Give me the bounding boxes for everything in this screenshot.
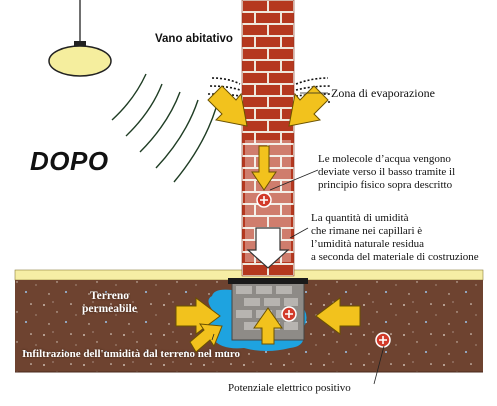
humidity-line-4: a seconda del materiale di costruzione: [311, 251, 479, 263]
soil-label-line-1: Terreno: [90, 290, 129, 302]
plus-sign-icon: [281, 306, 297, 322]
molecules-line-1: Le molecole d’acqua vengono: [318, 153, 451, 165]
humidity-line-3: l’umidità naturale residua: [311, 238, 425, 250]
arrow-icon: [246, 227, 290, 269]
potential-label: Potenziale elettrico positivo: [228, 382, 351, 394]
molecules-line-2: deviate verso il basso tramite il: [318, 166, 456, 178]
lamp-icon: [48, 0, 112, 77]
plus-sign-icon: [256, 192, 272, 208]
humidity-line-2: che rimane nei capillari è: [311, 225, 423, 237]
page-title: DOPO: [30, 146, 109, 176]
evaporation-waves: [111, 73, 217, 183]
plus-sign-icon: [375, 332, 391, 348]
infiltration-label: Infiltrazione dell'umidità dal terreno n…: [22, 348, 241, 360]
soil-label-line-2: permeabile: [82, 303, 137, 315]
evaporation-label: Zona di evaporazione: [331, 86, 435, 100]
humidity-line-1: La quantità di umidità: [311, 212, 409, 224]
arrow-icon: [175, 297, 361, 353]
room-label: Vano abitativo: [155, 33, 233, 45]
arrow-icon: [207, 85, 329, 191]
molecules-line-3: principio fisico sopra descritto: [318, 179, 453, 191]
